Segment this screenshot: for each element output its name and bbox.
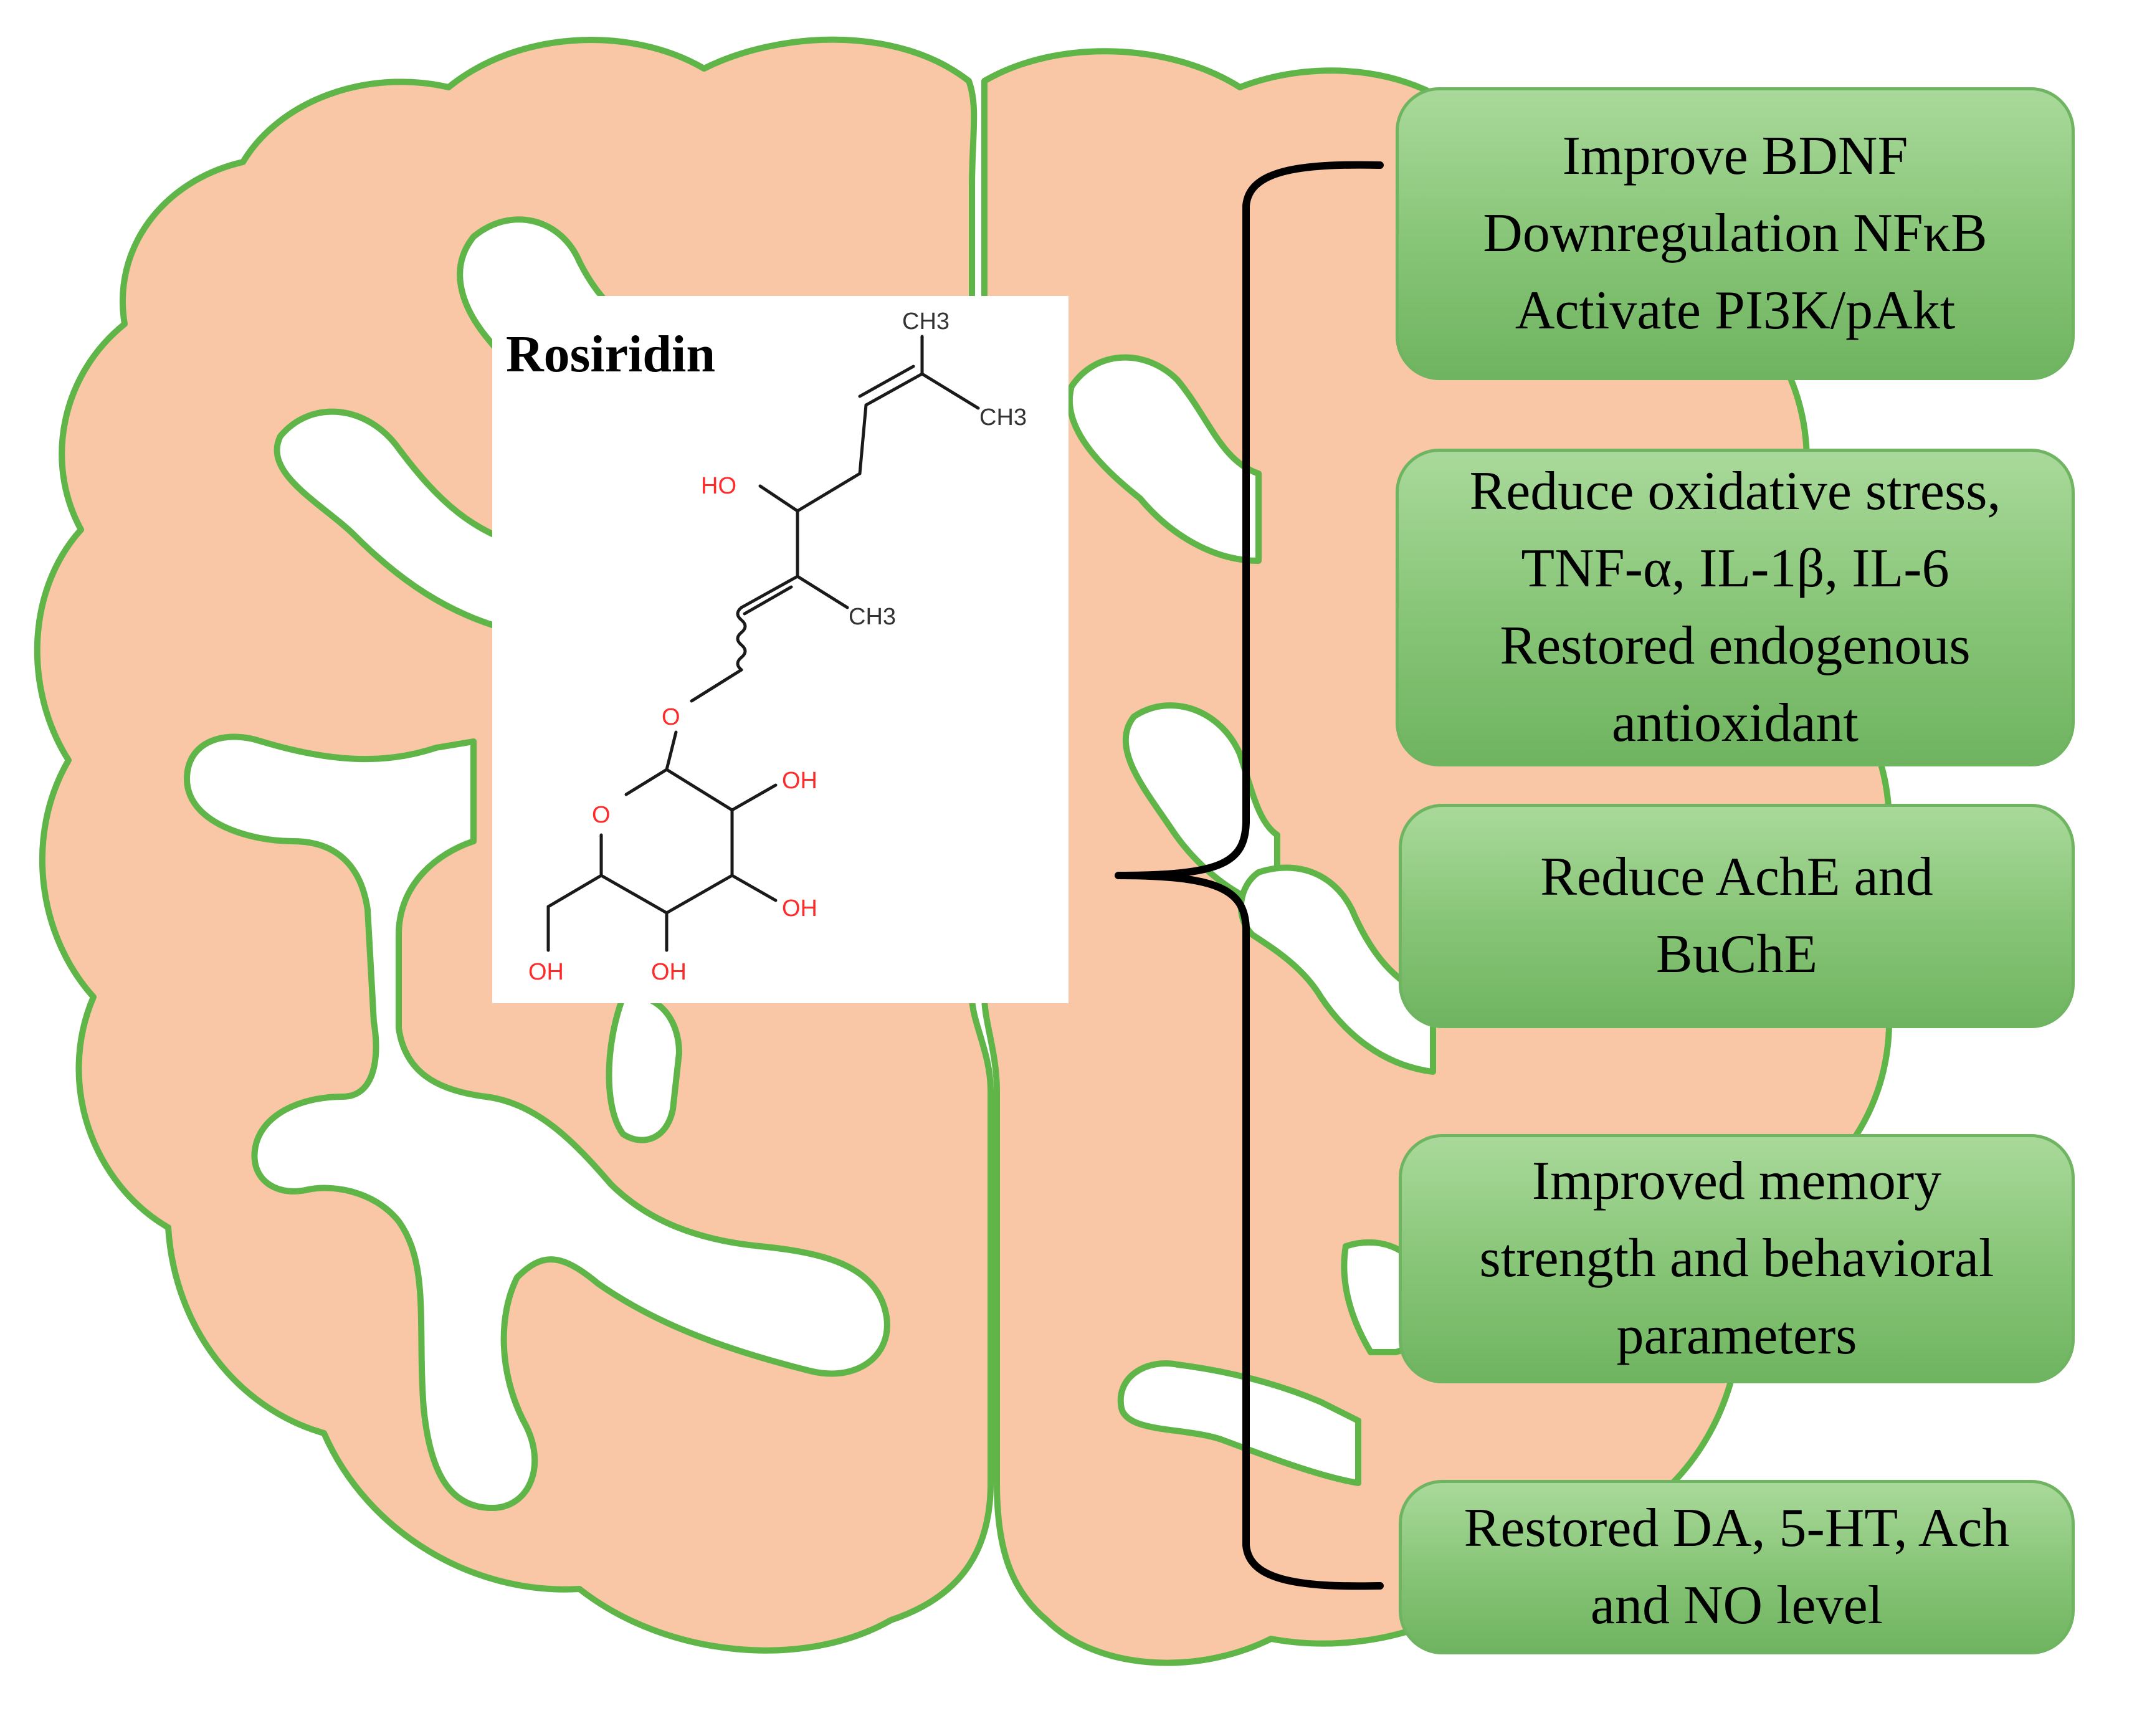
sulcus-right-upper [1066, 354, 1262, 564]
effect-box-1-line-2: Downregulation NFκB [1483, 203, 1987, 264]
effect-box-5: Restored DA, 5-HT, Ach and NO level [1399, 1480, 2075, 1654]
effect-box-1-line-3: Activate PI3K/pAkt [1515, 280, 1956, 341]
atom-labels: CH3 CH3 HO CH3 O O OH OH OH OH [528, 308, 1027, 985]
effect-box-2-line-4: antioxidant [1612, 693, 1859, 753]
sulcus-right-lower [1117, 1360, 1361, 1486]
molecule-name: Rosiridin [506, 325, 716, 383]
effect-box-2-line-3: Restored endogenous [1500, 616, 1971, 676]
effect-box-4: Improved memory strength and behavioral … [1399, 1134, 2075, 1383]
atom-ch3-top: CH3 [902, 308, 950, 335]
atom-oh-4: OH [528, 959, 564, 985]
effect-box-5-line-2: and NO level [1590, 1575, 1883, 1636]
molecule-panel [492, 296, 1069, 1003]
atom-ho: HO [701, 473, 736, 499]
effect-box-1-line-1: Improve BDNF [1562, 126, 1908, 186]
atom-ch3-mid: CH3 [849, 604, 896, 630]
atom-o-link: O [662, 704, 680, 730]
curly-bracket [1115, 161, 1384, 1590]
effect-box-2-line-1: Reduce oxidative stress, [1469, 461, 2001, 522]
atom-oh-2: OH [782, 895, 817, 922]
effect-box-3: Reduce AchE and BuChE [1399, 804, 2075, 1028]
effect-box-4-line-2: strength and behavioral [1479, 1228, 1994, 1289]
rosiridin-structure [546, 335, 980, 952]
effect-box-2: Reduce oxidative stress, TNF-α, IL-1β, I… [1396, 449, 2075, 766]
effect-box-2-line-2: TNF-α, IL-1β, IL-6 [1521, 538, 1949, 599]
sulcus-left-bottom [606, 993, 682, 1143]
sulcus-right-branch [1237, 864, 1436, 1075]
sulcus-left-main [184, 733, 890, 1511]
effect-box-3-line-2: BuChE [1655, 924, 1818, 985]
effect-box-1: Improve BDNF Downregulation NFκB Activat… [1396, 87, 2075, 380]
atom-o-ring: O [592, 802, 611, 828]
effect-box-5-line-1: Restored DA, 5-HT, Ach [1464, 1498, 2010, 1558]
effect-box-4-line-1: Improved memory [1531, 1151, 1942, 1211]
effect-box-3-line-1: Reduce AchE and [1540, 847, 1933, 907]
atom-oh-3: OH [651, 959, 687, 985]
atom-oh-1: OH [782, 768, 817, 794]
effect-box-4-line-3: parameters [1616, 1305, 1857, 1366]
atom-ch3-right: CH3 [979, 404, 1027, 431]
